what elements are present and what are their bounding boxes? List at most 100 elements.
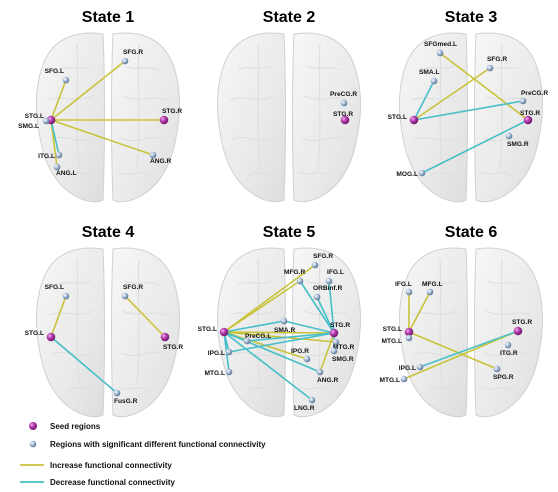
node-label-ipg-l: IPG.L <box>208 350 225 357</box>
edge-stg-l-sfg-r-increase <box>413 67 491 121</box>
region-node-mtg-l <box>225 368 233 376</box>
node-label-mtg-l2: MTG.L <box>379 377 400 384</box>
edge-stg-r-ang-r-increase <box>319 332 335 373</box>
edge-stg-r-orbinf-r-decrease <box>316 296 335 334</box>
node-label-sfg-r: SFG.R <box>313 253 333 260</box>
edge-stg-r-ipg-l-decrease <box>419 330 519 368</box>
region-node-sma-r <box>280 317 288 325</box>
connection-edges <box>223 264 337 401</box>
node-label-ang-l: ANG.L <box>56 170 77 177</box>
region-node-mfg-l <box>426 288 434 296</box>
node-label-sfgmed-l: SFGmed.L <box>424 41 457 48</box>
node-label-stg-r: STG.R <box>520 110 540 117</box>
seed-node-stg-l <box>404 327 414 337</box>
region-node-ipg-l <box>416 363 424 371</box>
node-label-ang-r: ANG.R <box>317 377 338 384</box>
node-label-mfg-r: MFG.R <box>284 269 305 276</box>
edge-stg-r-mtg-l2-increase <box>403 330 519 380</box>
edge-stg-r-mfg-r-decrease <box>299 280 335 334</box>
node-label-sma-r: SMA.R <box>274 327 295 334</box>
node-label-mtg-l: MTG.L <box>204 370 225 377</box>
legend-decrease-label: Decrease functional connectivity <box>50 478 175 487</box>
region-node-smg-r <box>505 132 513 140</box>
node-label-mfg-l: MFG.L <box>422 281 443 288</box>
panel-title: State 6 <box>445 224 498 241</box>
region-node-spg-r <box>493 365 501 373</box>
region-node-mtg-l2 <box>400 375 408 383</box>
brain-outline <box>36 247 180 418</box>
connection-edges <box>413 52 529 174</box>
node-label-smg-r: SMG.R <box>507 141 529 148</box>
edge-stg-r-sfgmed-l-increase <box>439 52 529 121</box>
region-node-precg-l <box>243 337 251 345</box>
node-label-sfg-r: SFG.R <box>487 56 507 63</box>
connection-edges <box>403 291 519 380</box>
edge-stg-l-lng-r-decrease <box>223 331 313 401</box>
edge-stg-l-spg-r-increase <box>408 331 498 370</box>
edge-stg-r-sfg-r-increase <box>124 295 166 338</box>
seed-node-stg-l <box>409 115 419 125</box>
region-node-mtg-r <box>332 338 340 346</box>
edge-stg-l-stg-r-increase <box>223 331 335 334</box>
edge-stg-l-sma-r-decrease <box>223 320 285 333</box>
node-label-sfg-l: SFG.L <box>45 284 64 291</box>
node-label-stg-l: STG.L <box>25 330 44 337</box>
region-node-sfg-l <box>62 76 70 84</box>
seed-node-stg-r <box>513 326 523 336</box>
edge-stg-l-mfg-l-increase <box>408 291 431 333</box>
node-label-stg-r: STG.R <box>330 322 350 329</box>
node-label-sfg-r: SFG.R <box>123 49 143 56</box>
panel-title: State 4 <box>82 224 135 241</box>
node-label-mtg-l: MTG.L <box>381 338 402 345</box>
region-node-orbinf-r <box>313 293 321 301</box>
edge-stg-r-sma-r-decrease <box>283 320 335 334</box>
brain-outline <box>36 32 180 203</box>
region-node-ipg-l <box>225 348 233 356</box>
edge-stg-r-precg-l-decrease <box>246 332 335 342</box>
panel-state-3: State 3 SFGmed.L SFG.R SMA.L PreCG.R STG.L STG… <box>388 9 549 203</box>
legend-region-marker <box>29 440 37 448</box>
node-label-stg-r: STG.R <box>333 111 353 118</box>
region-node-sfg-r <box>121 57 129 65</box>
edge-stg-l-sma-l-decrease <box>413 80 435 121</box>
node-label-ifg-l: IFG.L <box>395 281 412 288</box>
region-node-ifg-l <box>405 288 413 296</box>
connection-edges <box>50 60 165 168</box>
node-label-fusg-r: FusG.R <box>114 398 138 405</box>
node-label-itg-r: ITG.R <box>500 350 518 357</box>
node-label-ipg-l: IPG.L <box>399 365 416 372</box>
node-label-stg-l: STG.L <box>388 114 407 121</box>
region-node-sfg-r <box>311 261 319 269</box>
edge-stg-l-fusg-r-decrease <box>50 336 118 394</box>
region-node-sfg-r <box>486 64 494 72</box>
edge-stg-l-mtg-r-increase <box>223 331 337 343</box>
node-label-ifg-l: IFG.L <box>327 269 344 276</box>
region-node-sfgmed-l <box>436 49 444 57</box>
edge-stg-l-precg-r-decrease <box>413 100 524 121</box>
node-label-precg-r: PreCG.R <box>521 90 548 97</box>
panel-title: State 1 <box>82 9 135 26</box>
region-node-ang-r <box>316 368 324 376</box>
region-node-lng-r <box>308 396 316 404</box>
edge-stg-l-sfg-l-increase <box>50 295 67 338</box>
node-label-mtg-r: MTG.R <box>333 344 354 351</box>
node-label-lng-r: LNG.R <box>294 405 315 412</box>
panel-title: State 3 <box>445 9 498 26</box>
legend-seed-marker <box>29 422 37 430</box>
nodes: SFGmed.L SFG.R SMA.L PreCG.R STG.L STG.R SMG.R… <box>388 41 549 178</box>
node-label-itg-l: ITG.L <box>38 153 55 160</box>
legend-region-label: Regions with significant different funct… <box>50 440 266 449</box>
region-node-mog-l <box>418 169 426 177</box>
node-label-sma-l: SMA.L <box>419 69 440 76</box>
node-label-stg-r: STG.R <box>512 319 532 326</box>
panel-title: State 2 <box>263 9 316 26</box>
